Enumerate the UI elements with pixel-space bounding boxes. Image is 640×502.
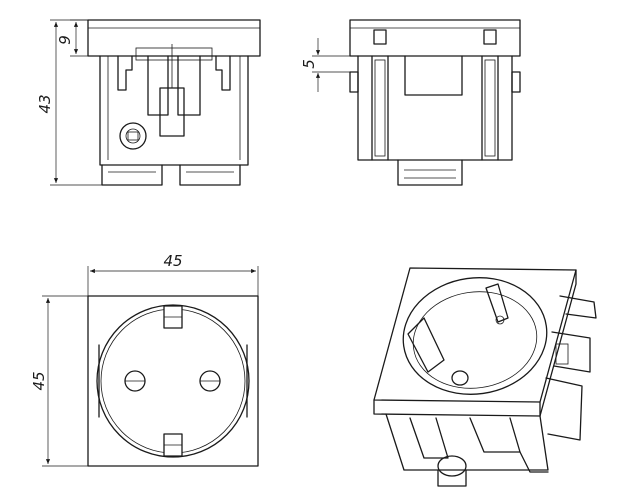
dim-front-top-offset: 9	[56, 35, 74, 45]
plate-view	[87, 295, 259, 467]
plate-width-dimension: 45	[87, 252, 259, 296]
isometric-view	[373, 267, 597, 487]
side-view	[349, 19, 521, 186]
dim-plate-width: 45	[163, 252, 182, 270]
front-height-dimension: 43	[36, 19, 102, 186]
plate-height-dimension: 45	[30, 295, 88, 467]
dim-plate-height: 45	[30, 371, 48, 390]
side-offset-dimension: 5	[300, 38, 350, 92]
front-view	[87, 19, 261, 186]
dim-side-offset: 5	[300, 59, 318, 69]
dim-front-height: 43	[36, 94, 54, 113]
front-top-offset-dimension: 9	[56, 19, 100, 57]
